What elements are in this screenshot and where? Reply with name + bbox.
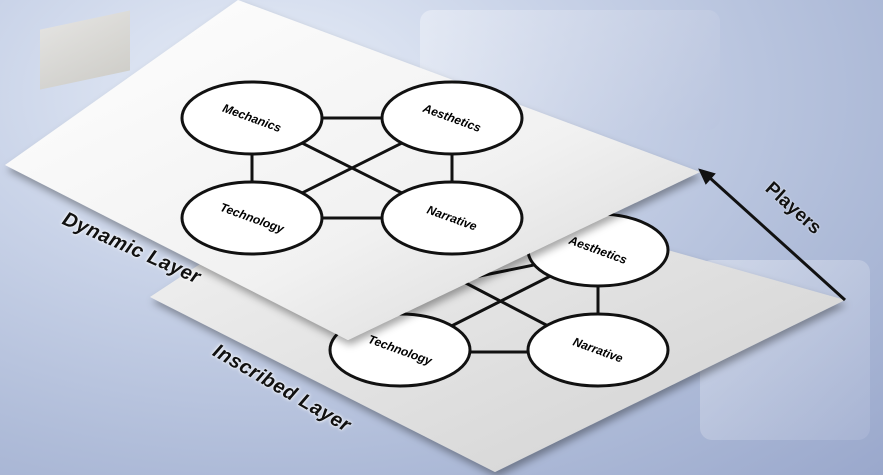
dynamic-layer-plane [5,0,700,340]
dynamic-node-mechanics: Mechanics [180,80,324,156]
players-arrow [698,168,847,302]
dynamic-node-narrative: Narrative [380,180,524,256]
dynamic-node-technology: Technology [180,180,324,256]
inscribed-node-narrative: Narrative [526,312,670,388]
dynamic-layer: Mechanics Aesthetics Technology Narrativ… [5,0,700,340]
dynamic-node-aesthetics: Aesthetics [380,80,524,156]
